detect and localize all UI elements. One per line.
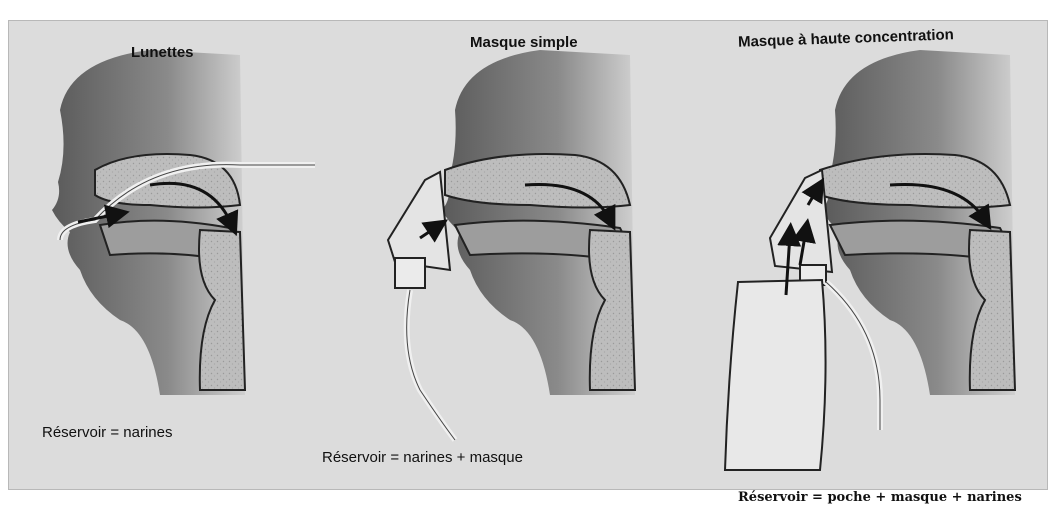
panel-title-lunettes: Lunettes <box>131 44 194 61</box>
panel-title-masque-simple: Masque simple <box>470 34 578 51</box>
mask-connector-2 <box>395 258 425 288</box>
caption-lunettes: Réservoir = narines <box>42 424 172 441</box>
panel-masque-haute-concentration <box>725 50 1015 470</box>
face-mask-2 <box>388 172 450 270</box>
panel-masque-simple <box>388 50 635 440</box>
nasal-cavity-3 <box>820 154 1010 208</box>
caption-masque-haute-concentration: Réservoir = poche + masque + narines <box>738 490 1022 505</box>
oxygen-tubing-2 <box>407 290 455 440</box>
reservoir-bag <box>725 280 826 470</box>
panel-lunettes <box>52 50 315 395</box>
caption-masque-simple: Réservoir = narines + masque <box>322 449 523 466</box>
